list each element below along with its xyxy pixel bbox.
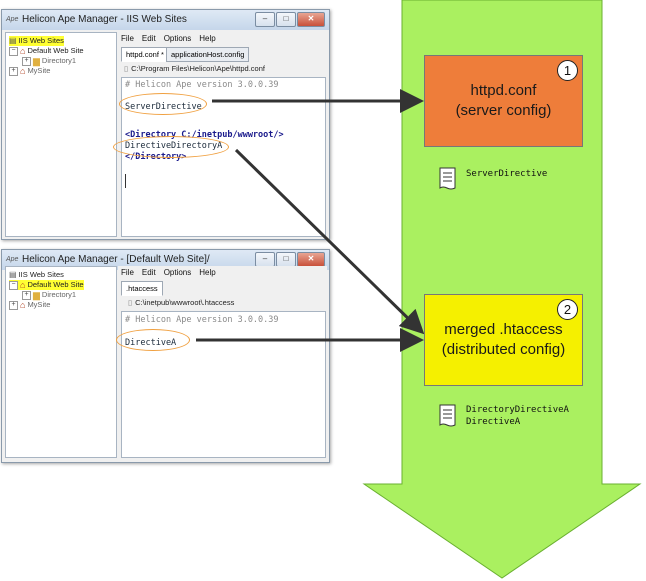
step1-box: httpd.conf (server config) [424,55,583,147]
menu-edit[interactable]: Edit [141,34,156,43]
ape-app-icon: Ape [6,256,19,263]
maximize-button[interactable]: □ [276,12,296,27]
folder-icon: ▆ [33,290,40,300]
step1-subtitle: (server config) [455,102,552,119]
tree-item-default-web-site[interactable]: − ⌂ Default Web Site [9,280,84,290]
tree-item-iis-web-sites[interactable]: ▤ IIS Web Sites [9,36,64,46]
folder-icon: ▆ [33,56,40,66]
ape-app-icon: Ape [6,16,19,23]
server-icon: ▤ [9,270,17,279]
text-cursor [125,174,126,188]
site-tree: ▤ IIS Web Sites − ⌂ Default Web Site + ▆… [5,32,117,237]
website-icon: ⌂ [20,66,26,76]
highlight-directive-directory-a [113,136,229,158]
file-path-bar: ▯ C:\Program Files\Helicon\Ape\httpd.con… [124,62,265,75]
step2-box: merged .htaccess (distributed config) [424,294,583,386]
tree-item-directory1[interactable]: + ▆ Directory1 [22,56,76,66]
website-icon: ⌂ [20,300,26,310]
step2-doc-line-2: DirectiveA [466,417,521,427]
expand-icon[interactable]: + [9,300,18,310]
tree-item-mysite[interactable]: + ⌂ MySite [9,66,50,76]
step2-title: merged .htaccess [444,321,563,338]
document-scroll-icon [439,404,456,427]
step2-number: 2 [557,299,578,320]
menu-help[interactable]: Help [199,268,216,277]
step2-subtitle: (distributed config) [441,341,566,358]
file-path: C:\Program Files\Helicon\Ape\httpd.conf [131,64,265,73]
highlight-directive-a [116,329,190,351]
tree-item-label: Directory1 [41,290,77,299]
editor-pane: File Edit Options Help .htaccess ▯ C:\in… [118,266,327,458]
menu-file[interactable]: File [121,268,134,277]
tree-item-mysite[interactable]: + ⌂ MySite [9,300,50,310]
window-titlebar[interactable]: Ape Helicon Ape Manager - IIS Web Sites … [2,10,329,30]
menu-options[interactable]: Options [163,268,192,277]
menu-bar: File Edit Options Help [118,32,216,46]
website-icon: ⌂ [20,46,26,56]
step1-title: httpd.conf [470,82,537,99]
tree-item-label: MySite [27,300,51,309]
expand-icon[interactable]: + [22,56,31,66]
close-button[interactable]: ✕ [297,12,325,27]
menu-bar: File Edit Options Help [118,266,216,280]
step2-doc-line-1: DirectoryDirectiveA [466,405,569,415]
tree-item-label: Default Web Site [27,280,84,289]
tab-applicationhost-config[interactable]: applicationHost.config [166,47,250,62]
code-directory-open-tag: <Directory C:/inetpub/wwwroot/> [125,130,284,140]
window-title: Helicon Ape Manager - [Default Web Site]… [22,254,210,265]
site-tree: ▤ IIS Web Sites − ⌂ Default Web Site + ▆… [5,266,117,458]
file-path-bar: ▯ C:\inetpub\wwwroot\.htaccess [128,296,234,309]
ape-manager-window-default-site: Ape Helicon Ape Manager - [Default Web S… [1,249,330,463]
highlight-server-directive [119,93,207,115]
tree-item-default-web-site[interactable]: − ⌂ Default Web Site [9,46,84,56]
website-icon: ⌂ [20,280,26,290]
file-icon: ▯ [128,298,133,307]
menu-help[interactable]: Help [199,34,216,43]
tree-item-label: MySite [27,66,51,75]
code-comment-line: # Helicon Ape version 3.0.0.39 [125,315,279,325]
tree-item-label: IIS Web Sites [18,270,64,279]
tree-item-label: Default Web Site [27,46,84,55]
minimize-button[interactable]: – [255,12,275,27]
document-scroll-icon [439,167,456,190]
file-icon: ▯ [124,64,129,73]
step1-doc-line: ServerDirective [466,169,548,179]
tree-item-label: IIS Web Sites [18,36,64,45]
window-title: Helicon Ape Manager - IIS Web Sites [22,14,187,25]
code-comment-line: # Helicon Ape version 3.0.0.39 [125,80,279,90]
server-icon: ▤ [9,36,17,45]
expand-icon[interactable]: + [9,66,18,76]
expand-icon[interactable]: + [22,290,31,300]
collapse-icon[interactable]: − [9,46,18,56]
menu-edit[interactable]: Edit [141,268,156,277]
tree-item-directory1[interactable]: + ▆ Directory1 [22,290,76,300]
tree-item-iis-web-sites[interactable]: ▤ IIS Web Sites [9,270,64,280]
menu-file[interactable]: File [121,34,134,43]
window-titlebar[interactable]: Ape Helicon Ape Manager - [Default Web S… [2,250,329,270]
file-path: C:\inetpub\wwwroot\.htaccess [135,298,235,307]
menu-options[interactable]: Options [163,34,192,43]
tab-htaccess[interactable]: .htaccess [121,281,163,296]
collapse-icon[interactable]: − [9,280,18,290]
tree-item-label: Directory1 [41,56,77,65]
step1-number: 1 [557,60,578,81]
